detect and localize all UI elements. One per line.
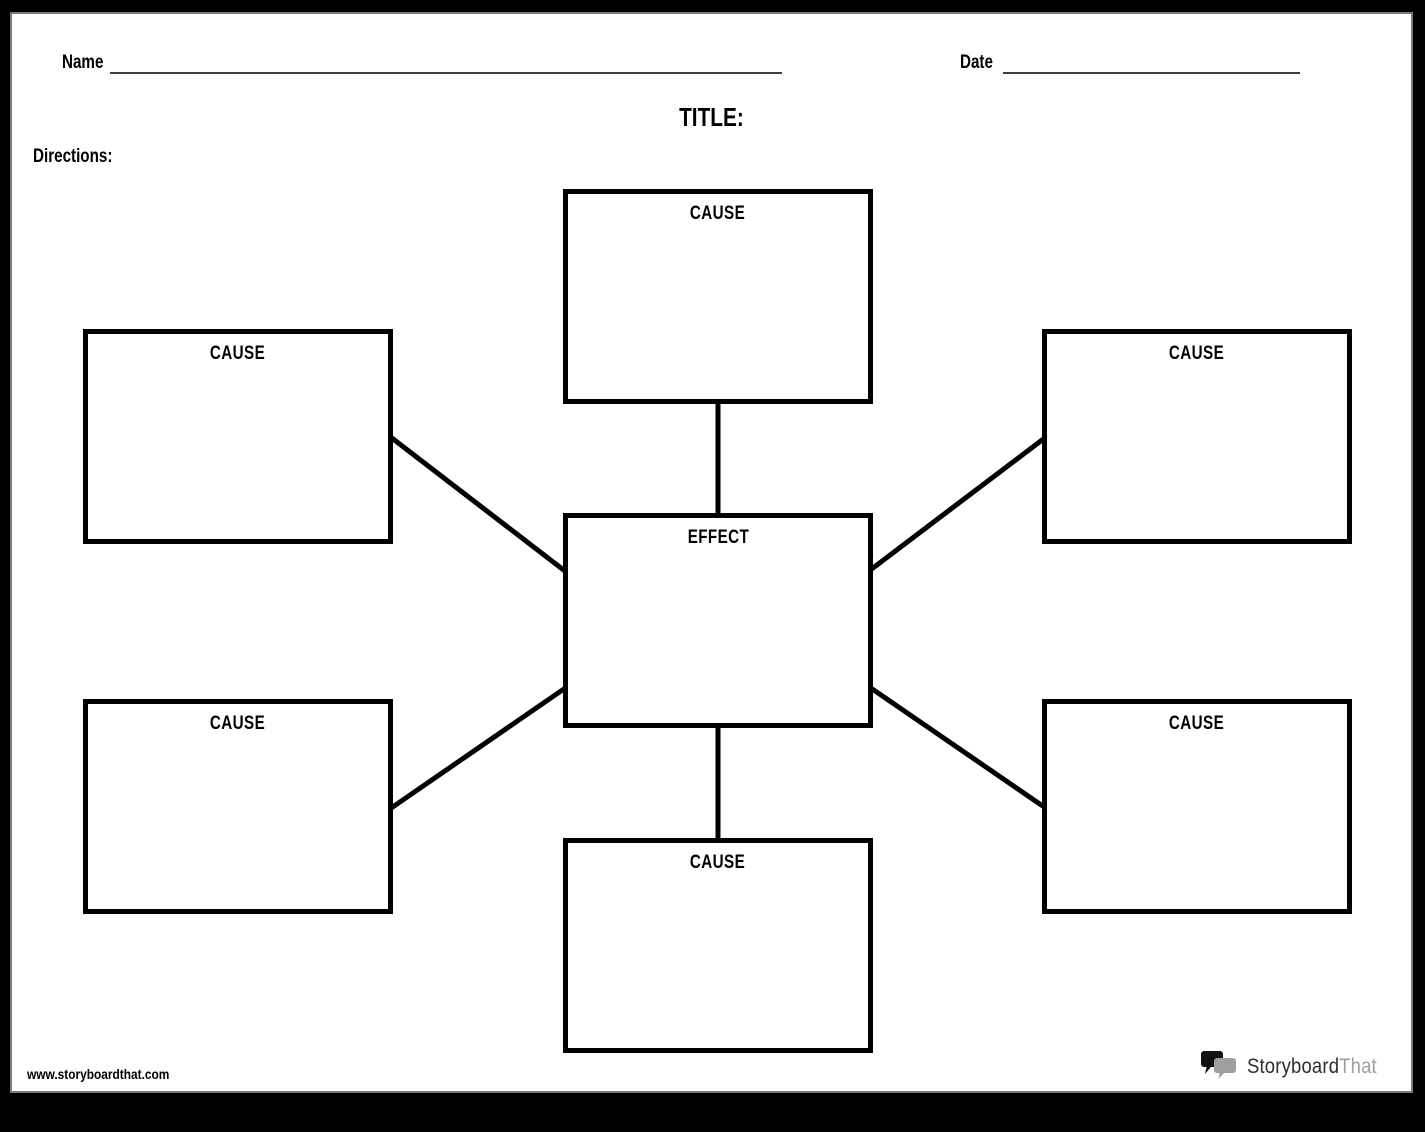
date-blank-line bbox=[1003, 72, 1300, 74]
logo-text: StoryboardThat bbox=[1247, 1055, 1378, 1078]
connector-lines bbox=[382, 402, 1052, 846]
cause-box-right-lower-label: CAUSE bbox=[1169, 713, 1225, 734]
cause-box-right-upper: CAUSE bbox=[1042, 329, 1352, 544]
cause-box-top-label: CAUSE bbox=[690, 203, 746, 224]
cause-box-bottom: CAUSE bbox=[563, 838, 873, 1053]
worksheet-page: Name Date TITLE: Directions: CAUSE CAUSE… bbox=[10, 12, 1413, 1093]
cause-box-left-upper-label: CAUSE bbox=[210, 343, 266, 364]
effect-box-label: EFFECT bbox=[687, 527, 749, 548]
cause-box-left-lower-label: CAUSE bbox=[210, 713, 266, 734]
directions-label: Directions: bbox=[33, 146, 113, 167]
name-blank-line bbox=[110, 72, 782, 74]
website-url: www.storyboardthat.com bbox=[27, 1066, 170, 1082]
connector-right-lower-diagonal bbox=[863, 681, 1052, 814]
cause-box-top: CAUSE bbox=[563, 189, 873, 404]
name-label: Name bbox=[62, 52, 104, 73]
storyboardthat-logo: StoryboardThat bbox=[1201, 1050, 1395, 1084]
speech-bubbles-icon bbox=[1201, 1051, 1237, 1079]
connector-left-lower-diagonal bbox=[382, 679, 576, 816]
cause-box-left-upper: CAUSE bbox=[83, 329, 393, 544]
cause-box-right-upper-label: CAUSE bbox=[1169, 343, 1225, 364]
effect-box: EFFECT bbox=[563, 513, 873, 728]
connector-right-upper-diagonal bbox=[863, 432, 1052, 576]
cause-box-left-lower: CAUSE bbox=[83, 699, 393, 914]
connector-left-upper-diagonal bbox=[382, 430, 576, 580]
date-label: Date bbox=[960, 52, 993, 73]
cause-box-bottom-label: CAUSE bbox=[690, 852, 746, 873]
page-title: TITLE: bbox=[679, 102, 744, 132]
cause-box-right-lower: CAUSE bbox=[1042, 699, 1352, 914]
